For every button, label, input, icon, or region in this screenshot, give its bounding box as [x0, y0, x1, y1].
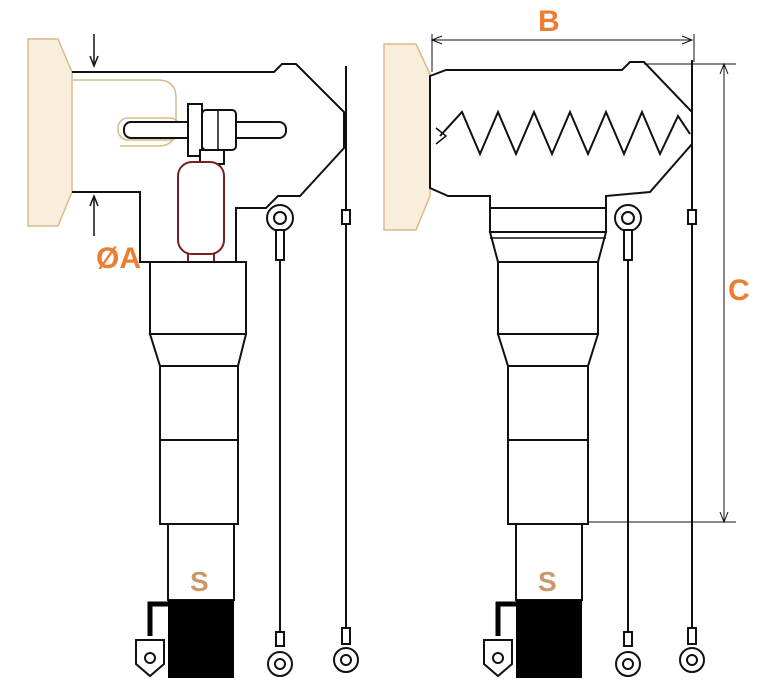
left-lower-body [159, 365, 239, 525]
label-stem-left: S [190, 566, 209, 597]
left-view [27, 34, 359, 678]
right-flare [488, 231, 608, 263]
left-busbar-slot [72, 79, 177, 147]
right-upper-body [497, 261, 599, 335]
right-terminal-block [516, 600, 582, 678]
right-stem [515, 523, 583, 601]
left-terminal-block [168, 600, 234, 678]
label-dimension-b: B [538, 5, 560, 38]
label-dimension-c: C [728, 274, 750, 307]
right-terminal-lead [495, 601, 516, 636]
label-stem-right: S [538, 566, 557, 597]
right-shoulder [489, 207, 607, 233]
left-stem [167, 523, 235, 601]
label-diameter-a: ØA [96, 242, 141, 275]
left-bolt-washer [187, 103, 203, 157]
left-taper [148, 333, 248, 367]
left-fuse-element [177, 161, 225, 255]
left-upper-body [149, 261, 247, 335]
left-busbar [27, 38, 73, 227]
left-bolt-nut [201, 109, 237, 151]
right-view [383, 34, 736, 678]
right-busbar [383, 43, 431, 231]
right-lower-body [507, 365, 589, 525]
left-terminal-lead [147, 601, 168, 636]
right-spring [439, 109, 691, 157]
right-taper [496, 333, 600, 367]
